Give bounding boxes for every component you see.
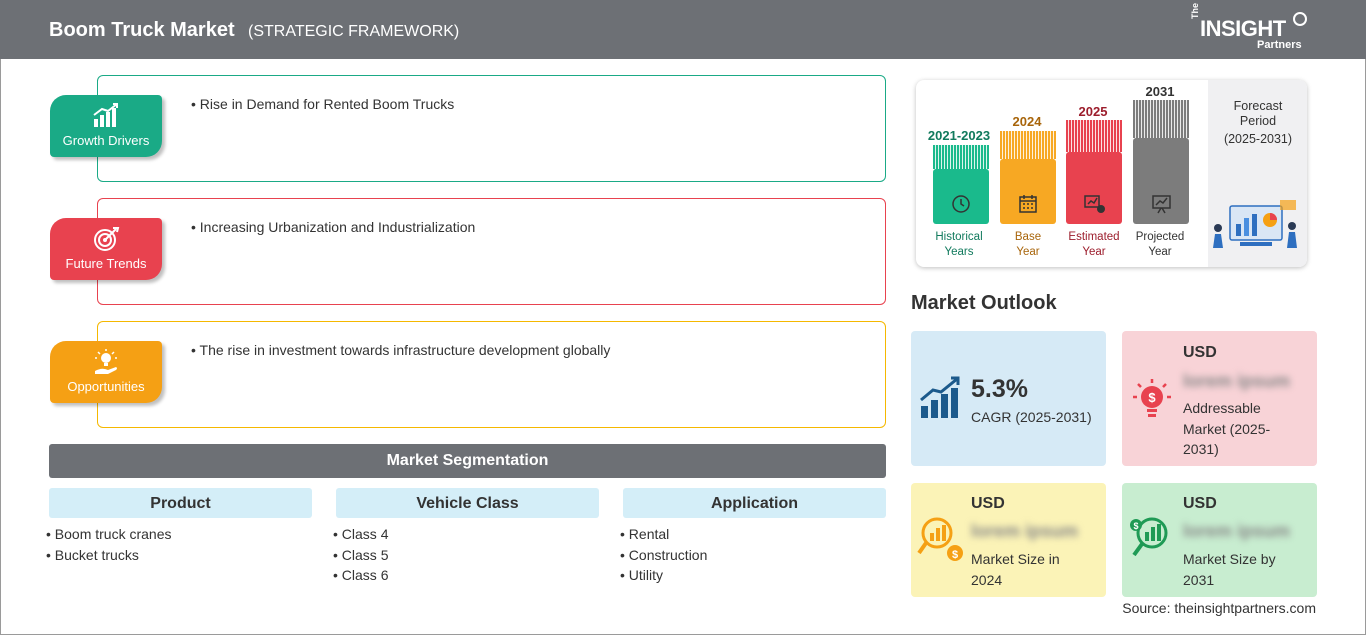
future-trends-card: • Increasing Urbanization and Industrial… [97, 198, 886, 305]
segment-item: • Utility [620, 567, 664, 583]
segment-heading-application: Application [623, 488, 886, 518]
segment-item: • Boom truck cranes [46, 526, 172, 542]
timeline-year-projected: 2031 [1145, 84, 1175, 99]
timeline-year-historical: 2021-2023 [927, 128, 991, 143]
source-note: Source: theinsightpartners.com [1122, 600, 1316, 616]
market-size-2031-tile: $ USD lorem ipsum Market Size by 2031 [1122, 483, 1317, 597]
addressable-line3: 2031) [1183, 441, 1219, 457]
cagr-label: CAGR (2025-2031) [971, 409, 1092, 425]
forecast-line3: (2025-2031) [1223, 132, 1293, 146]
growth-drivers-label: Growth Drivers [62, 133, 150, 148]
cagr-tile: 5.3% CAGR (2025-2031) [911, 331, 1106, 466]
idea-hand-icon [95, 349, 117, 374]
timeline-year-estimated: 2025 [1078, 104, 1108, 119]
addressable-market-tile: $ USD lorem ipsum Addressable Market (20… [1122, 331, 1317, 466]
money-bulb-icon: $ [1133, 379, 1171, 417]
timeline-year-base: 2024 [1012, 114, 1042, 129]
page-title: Boom Truck Market [49, 19, 235, 41]
market-growth-search-icon: $ [1130, 517, 1168, 557]
logo-partners: Partners [1257, 39, 1302, 51]
estimated-bar [1066, 152, 1122, 224]
growth-drivers-bullet: • Rise in Demand for Rented Boom Trucks [191, 96, 455, 112]
addressable-value: lorem ipsum [1183, 371, 1291, 391]
size2031-line1: Market Size by [1183, 551, 1276, 567]
size2031-label: Market Size by 2031 [1183, 549, 1276, 590]
market-size-2024-tile: $ USD lorem ipsum Market Size in 2024 [911, 483, 1106, 597]
logo-insight: INSIGHT [1200, 16, 1286, 41]
projected-line2: Year [1148, 246, 1172, 258]
base-line2: Year [1016, 246, 1040, 258]
page-subtitle: (STRATEGIC FRAMEWORK) [248, 23, 460, 40]
estimated-line1: Estimated [1068, 231, 1120, 243]
size2031-line2: 2031 [1183, 571, 1215, 588]
market-outlook-title: Market Outlook [911, 292, 1057, 314]
addressable-line2: Market (2025- [1183, 420, 1271, 437]
addressable-usd: USD [1183, 344, 1217, 361]
base-bar [1000, 159, 1056, 224]
svg-text:$: $ [1133, 521, 1138, 531]
size2031-usd: USD [1183, 495, 1217, 512]
estimate-chart-icon [1084, 195, 1105, 213]
growth-drivers-card: • Rise in Demand for Rented Boom Trucks [97, 75, 886, 182]
segment-item: • Construction [620, 547, 708, 563]
historical-stripes [933, 145, 989, 169]
historical-line2: Years [944, 246, 974, 258]
projected-stripes [1133, 100, 1189, 138]
logo-the: The [1190, 2, 1200, 19]
future-trends-tag: Future Trends [50, 218, 162, 280]
analytics-people-icon [1213, 200, 1297, 248]
timeline-label-historical: Historical Years [919, 230, 999, 260]
size2024-line2: 2024 [971, 571, 1003, 588]
forecast-line2: Period [1239, 114, 1277, 128]
timeline-label-base: Base Year [988, 230, 1068, 260]
growth-drivers-tag: Growth Drivers [50, 95, 162, 157]
addressable-label: Addressable Market (2025- 2031) [1183, 398, 1270, 460]
future-trends-bullet: • Increasing Urbanization and Industrial… [191, 219, 476, 235]
projection-board-icon [1152, 195, 1171, 214]
history-clock-icon [952, 195, 970, 213]
cagr-value: 5.3% [971, 375, 1028, 403]
segment-item: • Bucket trucks [46, 547, 139, 563]
segment-item: • Class 4 [333, 526, 389, 542]
estimated-line2: Year [1082, 246, 1106, 258]
base-line1: Base [1014, 231, 1042, 243]
size2031-value: lorem ipsum [1183, 521, 1291, 541]
forecast-line1: Forecast [1233, 99, 1283, 113]
calendar-icon [1019, 195, 1037, 213]
opportunities-tag: Opportunities [50, 341, 162, 403]
segment-heading-vehicle-class: Vehicle Class [336, 488, 599, 518]
opportunities-card: • The rise in investment towards infrast… [97, 321, 886, 428]
logo-ring-icon [1293, 12, 1307, 26]
addressable-line1: Addressable [1183, 400, 1261, 416]
size2024-label: Market Size in 2024 [971, 549, 1060, 590]
base-stripes [1000, 131, 1056, 159]
segment-item: • Class 6 [333, 567, 389, 583]
svg-text:$: $ [1148, 390, 1156, 405]
target-icon [94, 227, 120, 251]
estimated-stripes [1066, 120, 1122, 152]
size2024-usd: USD [971, 495, 1005, 512]
future-trends-label: Future Trends [65, 256, 147, 271]
market-segmentation-bar: Market Segmentation [49, 444, 886, 478]
market-size-search-icon: $ [917, 517, 963, 561]
insight-partners-logo[interactable]: The INSIGHT Partners [1190, 3, 1310, 54]
projected-line1: Projected [1135, 231, 1185, 243]
size2024-value: lorem ipsum [971, 521, 1079, 541]
opportunities-bullet: • The rise in investment towards infrast… [191, 342, 611, 358]
header-bar: Boom Truck Market (STRATEGIC FRAMEWORK) … [0, 0, 1366, 59]
projected-bar [1133, 138, 1189, 224]
segment-item: • Rental [620, 526, 670, 542]
timeline-label-estimated: Estimated Year [1054, 230, 1134, 260]
segment-item: • Class 5 [333, 547, 389, 563]
historical-line1: Historical [935, 231, 983, 243]
opportunities-label: Opportunities [67, 379, 145, 394]
segment-heading-product: Product [49, 488, 312, 518]
svg-text:$: $ [952, 549, 958, 561]
growth-bars-icon [920, 376, 960, 418]
size2024-line1: Market Size in [971, 551, 1060, 567]
timeline-label-projected: Projected Year [1120, 230, 1200, 260]
growth-chart-icon [93, 103, 118, 127]
